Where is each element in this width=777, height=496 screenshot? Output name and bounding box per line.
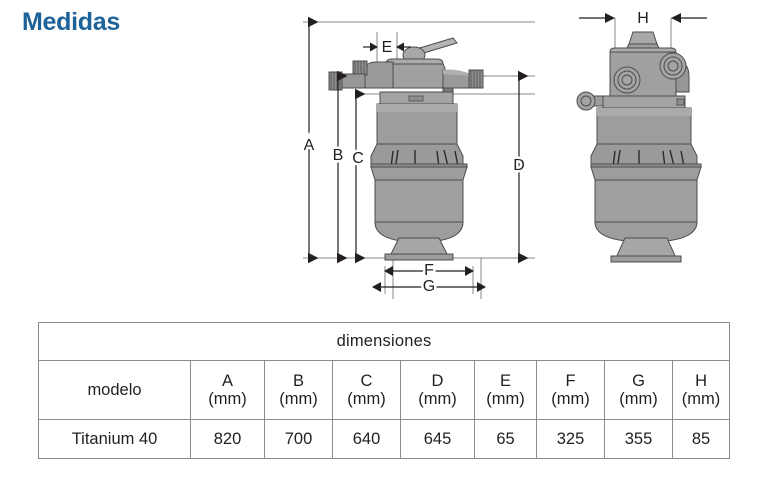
header-col-b: B (mm) [264,360,333,420]
side-view: H [576,10,707,263]
header-col-h: H (mm) [671,360,731,420]
header-unit-h: (mm) [681,390,721,408]
dimension-f: F [384,260,474,282]
front-view: A B C D E F [301,16,535,299]
svg-text:A: A [304,137,315,154]
page-title: Medidas [22,8,120,36]
svg-text:E: E [382,39,393,56]
header-letter-g: G [632,371,645,390]
header-col-f: F (mm) [536,360,605,420]
cell-value-b: 700 [264,419,333,459]
header-letter-b: B [292,371,304,390]
svg-text:C: C [352,150,364,167]
dimension-d: D [511,70,529,264]
dimension-b: B [330,70,348,264]
header-letter-h: H [695,371,707,390]
header-col-g: G (mm) [604,360,673,420]
table-title: dimensiones [37,322,731,361]
dimension-e: E [363,39,411,56]
svg-text:H: H [637,10,649,27]
dimension-g: G [372,276,486,298]
header-unit-d: (mm) [418,390,457,408]
header-unit-c: (mm) [347,390,386,408]
filter-dimension-drawing: A B C D E F [285,4,755,304]
dimension-a: A [301,16,319,264]
header-unit-e: (mm) [486,390,525,408]
cell-value-f: 325 [536,419,605,459]
header-col-c: C (mm) [332,360,401,420]
svg-text:G: G [423,278,435,295]
cell-value-d: 645 [400,419,475,459]
header-col-a: A (mm) [190,360,265,420]
cell-value-h: 85 [671,419,731,459]
header-letter-e: E [499,371,511,390]
cell-value-a: 820 [190,419,265,459]
table-title-row: dimensiones [37,322,731,361]
table-row: Titanium 40 820 700 640 645 65 325 355 8… [38,419,731,459]
cell-value-g: 355 [604,419,673,459]
dimension-h: H [579,10,707,27]
svg-text:F: F [424,262,434,279]
header-letter-a: A [221,371,233,390]
header-modelo: modelo [38,360,191,420]
header-letter-f: F [565,371,576,390]
svg-text:D: D [513,157,525,174]
header-letter-d: D [431,371,444,390]
dimensions-table: dimensiones modelo A (mm) B (mm) C (mm) … [37,322,731,459]
header-col-d: D (mm) [400,360,475,420]
svg-text:B: B [333,147,344,164]
table-header-row: modelo A (mm) B (mm) C (mm) D (mm) E (mm… [38,360,731,420]
dimension-c: C [350,88,366,264]
cell-value-c: 640 [332,419,401,459]
header-unit-b: (mm) [279,390,318,408]
header-unit-f: (mm) [551,390,590,408]
header-unit-a: (mm) [208,390,247,408]
cell-value-e: 65 [474,419,537,459]
header-letter-c: C [360,371,373,390]
header-unit-g: (mm) [619,390,658,408]
cell-model: Titanium 40 [38,419,191,459]
header-col-e: E (mm) [474,360,537,420]
